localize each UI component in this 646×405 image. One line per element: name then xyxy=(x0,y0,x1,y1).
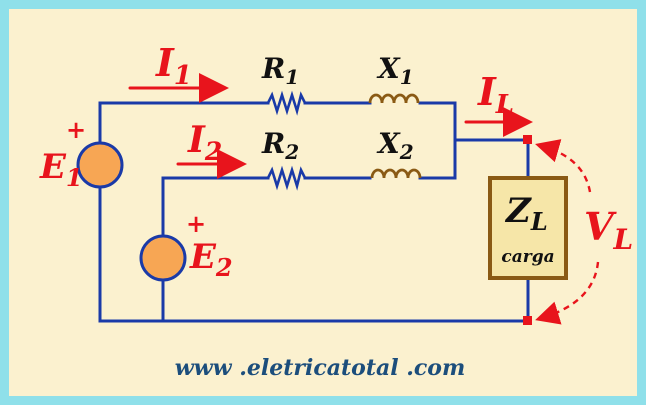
current-i1-label: I1 xyxy=(155,40,192,91)
wire-bottom-return xyxy=(98,186,530,323)
voltage-vl-label: VL xyxy=(584,204,633,256)
source-e2-label: E2 xyxy=(189,237,233,282)
resistor-r1-symbol xyxy=(266,90,307,116)
resistor-r2-symbol xyxy=(266,165,307,191)
current-i2-label: I2 xyxy=(187,119,222,166)
source-e1-polarity: + xyxy=(66,115,86,144)
inductor-x2-label: X2 xyxy=(376,127,414,164)
load-zl-label: ZL xyxy=(504,191,548,236)
source-e2-symbol xyxy=(139,234,187,282)
wire-e1-top xyxy=(98,101,270,145)
resistor-r1-label: R1 xyxy=(261,52,299,89)
source-e2-polarity: + xyxy=(186,209,206,238)
website-url: www .eletricatotal .com xyxy=(175,355,466,381)
source-e1-symbol xyxy=(76,141,124,189)
load-caption: carga xyxy=(501,247,554,267)
current-il-label: IL xyxy=(477,69,514,120)
resistor-r2-label: R2 xyxy=(261,127,299,164)
inductor-x2-symbol xyxy=(370,168,422,179)
load-zl-box xyxy=(488,176,568,280)
source-e1-label: E1 xyxy=(39,147,83,192)
terminal-bottom xyxy=(523,316,532,325)
inductor-x1-label: X1 xyxy=(376,52,414,89)
terminal-top xyxy=(523,135,532,144)
inductor-x1-symbol xyxy=(368,93,420,104)
voltage-arrow-bottom xyxy=(535,261,600,325)
